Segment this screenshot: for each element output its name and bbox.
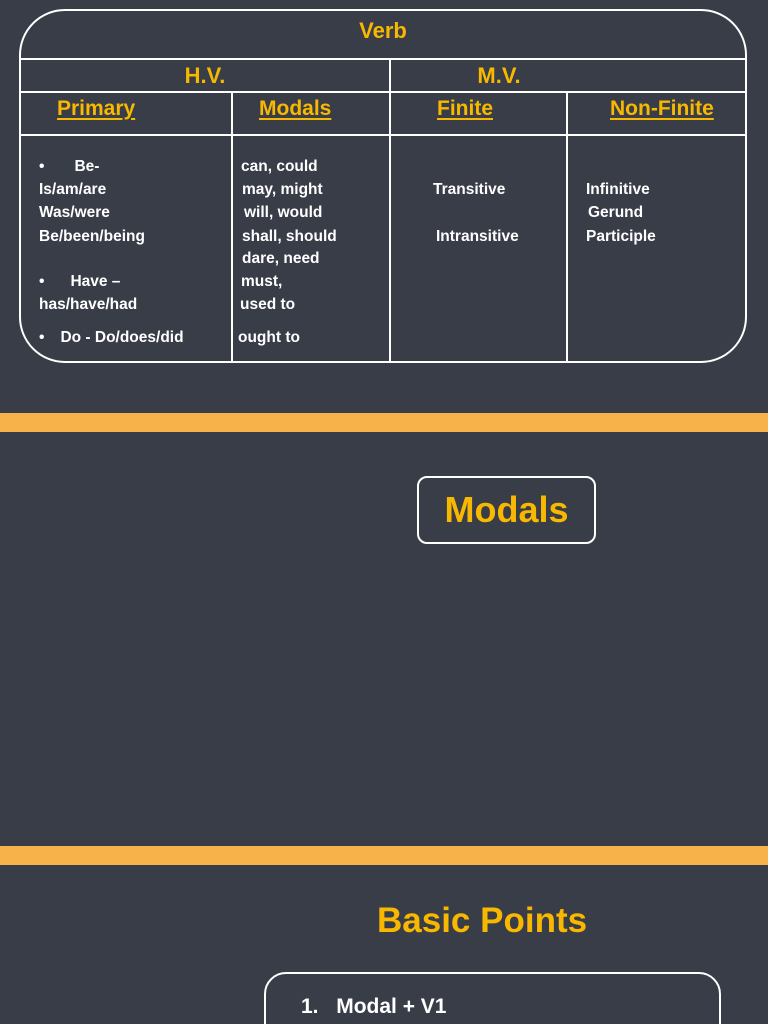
verb-table: Verb H.V. M.V. Primary Modals Finite Non… <box>19 9 747 363</box>
finite-item: Transitive <box>433 181 506 198</box>
have-label: Have – <box>70 273 121 290</box>
divider <box>231 91 233 363</box>
be-form: Is/am/are <box>39 181 107 198</box>
modals-title-box: Modals <box>417 476 596 544</box>
verb-slide: Verb H.V. M.V. Primary Modals Finite Non… <box>0 0 768 413</box>
list-item: • Have – <box>39 270 120 293</box>
column-primary: Primary <box>57 97 136 120</box>
slide-title: Modals <box>444 489 569 530</box>
slide-divider <box>0 846 768 865</box>
item-number: 1. <box>301 995 319 1018</box>
bullet: • <box>39 273 45 290</box>
column-modals: Modals <box>259 97 332 120</box>
have-form: has/have/had <box>39 296 138 313</box>
modal-item: will, would <box>244 204 323 221</box>
bullet: • <box>39 329 45 346</box>
be-form: Be/been/being <box>39 228 145 245</box>
group-hv: H.V. <box>184 63 226 88</box>
divider <box>389 58 391 363</box>
list-item: • Be- <box>39 155 99 178</box>
do-label: Do - Do/does/did <box>60 329 184 346</box>
basic-points-slide: Basic Points 1. Modal + V1 <box>0 865 768 1024</box>
non-finite-item: Infinitive <box>586 181 650 198</box>
non-finite-item: Participle <box>586 228 656 245</box>
divider <box>566 91 568 363</box>
finite-item: Intransitive <box>436 228 519 245</box>
be-form: Was/were <box>39 204 110 221</box>
modal-item: may, might <box>242 181 323 198</box>
slide-divider <box>0 413 768 432</box>
slide-title: Basic Points <box>377 901 588 940</box>
list-item: 1. Modal + V1 <box>301 995 446 1019</box>
column-non-finite: Non-Finite <box>610 97 714 120</box>
item-text: Modal + V1 <box>336 995 447 1018</box>
bullet: • <box>39 158 45 175</box>
modal-item: must, <box>241 273 283 290</box>
modal-item: shall, should <box>242 228 337 245</box>
table-title: Verb <box>359 18 407 43</box>
modal-item: dare, need <box>242 250 320 267</box>
divider <box>21 134 745 136</box>
list-item: • Do - Do/does/did <box>39 326 184 349</box>
modal-item: ought to <box>238 329 300 346</box>
divider <box>21 58 745 60</box>
non-finite-item: Gerund <box>588 204 644 221</box>
divider <box>21 91 745 93</box>
group-mv: M.V. <box>477 63 521 88</box>
points-box <box>264 972 721 1024</box>
modal-item: used to <box>240 296 296 313</box>
column-finite: Finite <box>437 97 493 120</box>
be-label: Be- <box>74 158 100 175</box>
modal-item: can, could <box>241 158 318 175</box>
modals-slide: Modals <box>0 432 768 846</box>
